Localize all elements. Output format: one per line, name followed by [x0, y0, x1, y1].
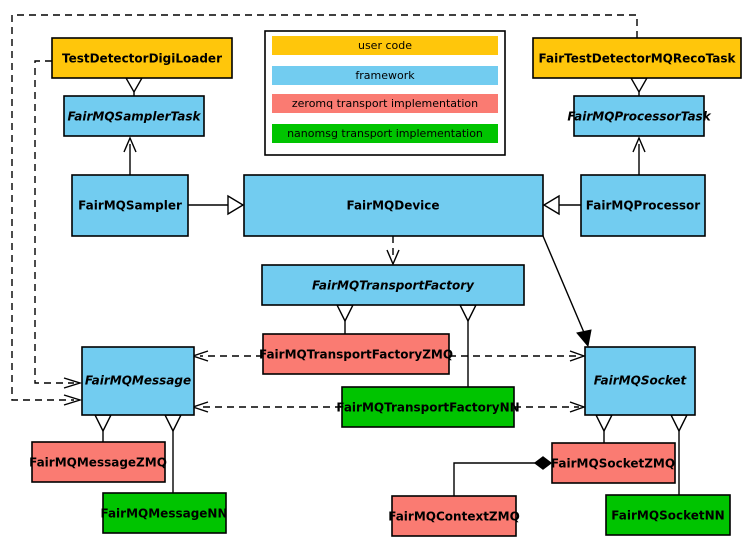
node-label-FairMQMessageZMQ: FairMQMessageZMQ — [29, 456, 167, 470]
node-FairMQSocketNN[interactable]: FairMQSocketNN — [605, 494, 731, 536]
node-layer: TestDetectorDigiLoader FairMQSamplerTask… — [29, 37, 742, 537]
edge-socketzmq-inherits-socket — [594, 414, 614, 443]
node-label-FairMQTransportFactoryNN: FairMQTransportFactoryNN — [336, 401, 519, 415]
legend-label-user-code: user code — [358, 39, 412, 52]
node-TestDetectorDigiLoader[interactable]: TestDetectorDigiLoader — [51, 37, 233, 79]
node-label-FairMQSocketZMQ: FairMQSocketZMQ — [551, 457, 675, 471]
node-FairMQDevice[interactable]: FairMQDevice — [243, 174, 544, 237]
node-label-FairMQSamplerTask: FairMQSamplerTask — [67, 110, 201, 124]
edge-sampler-to-samplertask — [123, 136, 137, 175]
legend-item-framework: framework — [272, 66, 498, 85]
legend-swatch-nanomsg — [272, 124, 498, 143]
node-FairMQSampler[interactable]: FairMQSampler — [71, 174, 189, 237]
node-FairMQMessageZMQ[interactable]: FairMQMessageZMQ — [29, 441, 167, 483]
edge-messagezmq-inherits-message — [93, 414, 113, 442]
legend-swatch-framework — [272, 66, 498, 85]
node-FairMQContextZMQ[interactable]: FairMQContextZMQ — [388, 495, 520, 537]
edge-factorynn-depends-message — [190, 401, 342, 413]
legend-item-nanomsg: nanomsg transport implementation — [272, 124, 498, 143]
edge-socketzmq-owns-contextzmq — [453, 456, 553, 496]
node-label-FairMQTransportFactory: FairMQTransportFactory — [312, 279, 475, 293]
node-FairMQProcessor[interactable]: FairMQProcessor — [580, 174, 706, 237]
node-label-FairMQSocketNN: FairMQSocketNN — [611, 509, 724, 523]
node-label-TestDetectorDigiLoader: TestDetectorDigiLoader — [62, 52, 222, 66]
node-FairTestDetectorMQRecoTask[interactable]: FairTestDetectorMQRecoTask — [532, 37, 742, 79]
legend-label-zeromq: zeromq transport implementation — [292, 97, 478, 110]
node-FairMQSocketZMQ[interactable]: FairMQSocketZMQ — [551, 442, 676, 484]
node-FairMQSocket[interactable]: FairMQSocket — [584, 346, 696, 416]
node-label-FairMQSampler: FairMQSampler — [78, 199, 182, 213]
edge-recotask-inherits-processortask — [629, 77, 649, 96]
edge-device-to-socket — [542, 235, 592, 348]
node-FairMQSamplerTask[interactable]: FairMQSamplerTask — [63, 95, 205, 137]
edge-recotask-to-message — [11, 14, 638, 406]
edge-digiloader-to-message — [34, 60, 83, 389]
color-legend: user code framework zeromq transport imp… — [264, 30, 506, 156]
node-label-FairMQProcessorTask: FairMQProcessorTask — [567, 110, 711, 124]
node-label-FairMQProcessor: FairMQProcessor — [586, 199, 701, 213]
edge-processor-to-processortask — [632, 136, 646, 175]
node-FairMQTransportFactory[interactable]: FairMQTransportFactory — [261, 264, 525, 306]
node-label-FairMQMessage: FairMQMessage — [85, 374, 191, 388]
node-label-FairMQMessageNN: FairMQMessageNN — [100, 507, 227, 521]
edge-device-depends-transportfactory — [386, 236, 400, 266]
node-label-FairMQTransportFactoryZMQ: FairMQTransportFactoryZMQ — [259, 348, 453, 362]
legend-label-nanomsg: nanomsg transport implementation — [287, 127, 483, 140]
legend-swatch-zeromq — [272, 94, 498, 113]
edge-digiloader-inherits-samplertask — [124, 77, 144, 96]
node-label-FairMQDevice: FairMQDevice — [346, 199, 439, 213]
edge-sampler-inherits-device — [188, 194, 245, 216]
node-label-FairTestDetectorMQRecoTask: FairTestDetectorMQRecoTask — [539, 52, 737, 66]
edge-factorynn-depends-socket — [514, 401, 587, 413]
node-FairMQProcessorTask[interactable]: FairMQProcessorTask — [567, 95, 712, 137]
node-FairMQMessage[interactable]: FairMQMessage — [81, 346, 195, 416]
edge-layer — [11, 14, 689, 496]
legend-item-zeromq: zeromq transport implementation — [272, 94, 498, 113]
legend-item-user-code: user code — [272, 36, 498, 55]
node-FairMQMessageNN[interactable]: FairMQMessageNN — [100, 492, 228, 534]
edge-factoryzmq-depends-message — [190, 350, 263, 362]
edge-factoryzmq-inherits-factory — [335, 304, 355, 334]
edge-processor-inherits-device — [542, 194, 581, 216]
edge-messagenn-inherits-message — [163, 414, 183, 493]
node-FairMQTransportFactoryZMQ[interactable]: FairMQTransportFactoryZMQ — [259, 333, 453, 375]
node-FairMQTransportFactoryNN[interactable]: FairMQTransportFactoryNN — [336, 386, 520, 428]
edge-factorynn-inherits-factory — [458, 304, 478, 387]
legend-swatch-user-code — [272, 36, 498, 55]
node-label-FairMQContextZMQ: FairMQContextZMQ — [388, 510, 520, 524]
edge-factoryzmq-depends-socket — [449, 350, 587, 362]
legend-label-framework: framework — [355, 69, 415, 82]
node-label-FairMQSocket: FairMQSocket — [594, 374, 688, 388]
